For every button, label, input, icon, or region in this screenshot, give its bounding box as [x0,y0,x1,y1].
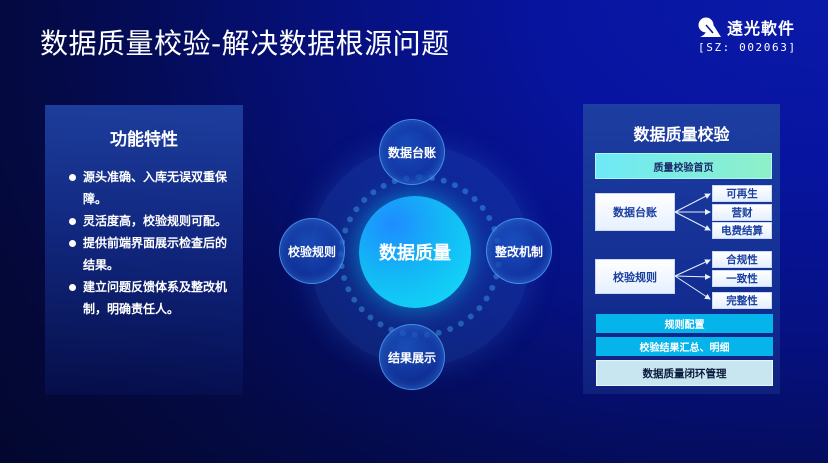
node-label: 整改机制 [494,244,543,259]
node-label: 结果展示 [387,350,436,365]
bullet-icon [69,174,76,181]
feature-item: 灵活度高，校验规则可配。 [69,210,233,232]
feature-text: 建立问题反馈体系及整改机制，明确责任人。 [83,280,228,316]
features-title: 功能特性 [110,130,178,150]
logo-mark-icon [698,17,721,37]
quality-check-panel: 数据质量校验 质量校验首页 数据台账 可再生 营财 电费结算 校验规则 合规性 … [583,104,780,394]
result-summary-button[interactable]: 校验结果汇总、明细 [596,337,773,356]
node-label: 校验规则 [287,244,336,259]
feature-text: 提供前端界面展示检查后的结果。 [83,236,228,272]
logo-name: 遠光軟件 [727,19,796,38]
validation-rules-box[interactable]: 校验规则 [595,259,675,294]
node-validation-rules: 校验规则 [279,218,345,284]
feature-item: 建立问题反馈体系及整改机制，明确责任人。 [69,276,233,320]
rule-config-button[interactable]: 规则配置 [596,314,773,333]
compliance-box[interactable]: 合规性 [712,251,772,268]
feature-text: 灵活度高，校验规则可配。 [83,214,228,228]
feature-item: 源头准确、入库无误双重保障。 [69,166,233,210]
billing-box[interactable]: 电费结算 [712,222,772,239]
finance-box[interactable]: 营财 [712,204,772,221]
data-quality-diagram: 数据质量 数据台账 校验规则 整改机制 结果展示 [270,110,570,400]
core-circle: 数据质量 [359,196,471,308]
data-ledger-box[interactable]: 数据台账 [595,193,675,231]
bullet-icon [69,284,76,291]
node-data-ledger: 数据台账 [379,119,445,185]
page-title: 数据质量校验-解决数据根源问题 [40,27,450,60]
bullet-icon [69,240,76,247]
company-logo: 遠光軟件 [SZ: 002063] [697,16,807,54]
feature-text: 源头准确、入库无误双重保障。 [83,170,228,206]
node-result-display: 结果展示 [379,324,445,390]
renewable-box[interactable]: 可再生 [712,185,772,202]
node-rectification: 整改机制 [486,218,552,284]
stock-code: [SZ: 002063] [698,41,797,54]
quality-check-title: 数据质量校验 [633,125,730,144]
quality-check-home-button[interactable]: 质量校验首页 [595,153,772,179]
bullet-icon [69,218,76,225]
feature-list: 源头准确、入库无误双重保障。 灵活度高，校验规则可配。 提供前端界面展示检查后的… [45,166,243,320]
feature-item: 提供前端界面展示检查后的结果。 [69,232,233,276]
consistency-box[interactable]: 一致性 [712,270,772,287]
node-label: 数据台账 [387,145,436,160]
features-panel: 功能特性 源头准确、入库无误双重保障。 灵活度高，校验规则可配。 提供前端界面展… [45,105,243,395]
completeness-box[interactable]: 完整性 [712,292,772,309]
core-label: 数据质量 [379,243,451,264]
closed-loop-management-button[interactable]: 数据质量闭环管理 [596,360,773,386]
